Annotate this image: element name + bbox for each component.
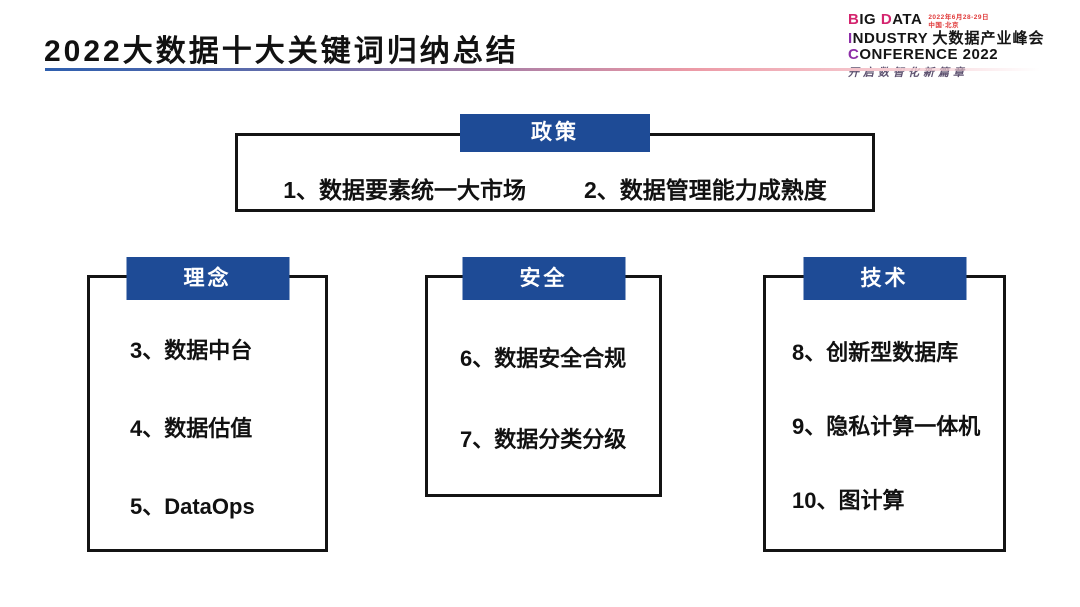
header-divider bbox=[45, 68, 1040, 71]
group-concept-tab: 理念 bbox=[126, 257, 289, 300]
keyword-item-9: 9、隐私计算一体机 bbox=[792, 414, 981, 439]
keyword-item-5: 5、DataOps bbox=[130, 494, 255, 519]
group-technology-box: 8、创新型数据库 9、隐私计算一体机 10、图计算 bbox=[763, 275, 1006, 552]
logo-line-3: CONFERENCE 2022 bbox=[848, 46, 999, 64]
logo-event-date: 2022年6月28-29日 中国·北京 bbox=[928, 12, 989, 31]
keyword-item-10: 10、图计算 bbox=[792, 488, 905, 513]
group-concept-box: 3、数据中台 4、数据估值 5、DataOps bbox=[87, 275, 328, 552]
keyword-item-3: 3、数据中台 bbox=[130, 338, 253, 363]
conference-logo: BIG DATA 2022年6月28-29日 中国·北京 INDUSTRY 大数… bbox=[848, 11, 1058, 80]
keyword-item-2: 2、数据管理能力成熟度 bbox=[584, 176, 827, 203]
group-concept: 理念 3、数据中台 4、数据估值 5、DataOps bbox=[87, 257, 328, 552]
group-security: 安全 6、数据安全合规 7、数据分类分级 bbox=[425, 257, 662, 497]
page-title: 2022大数据十大关键词归纳总结 bbox=[44, 35, 519, 68]
group-technology-tab: 技术 bbox=[803, 257, 966, 300]
logo-line-1: BIG DATA 2022年6月28-29日 中国·北京 bbox=[848, 11, 1058, 31]
logo-line-2: INDUSTRY 大数据产业峰会 bbox=[848, 29, 1045, 47]
group-policy-tab: 政策 bbox=[460, 114, 650, 152]
logo-location-text: 中国·北京 bbox=[928, 22, 959, 30]
keyword-item-7: 7、数据分类分级 bbox=[460, 427, 627, 452]
group-policy: 政策 1、数据要素统一大市场 2、数据管理能力成熟度 bbox=[235, 114, 875, 212]
keyword-item-6: 6、数据安全合规 bbox=[460, 346, 627, 371]
group-security-box: 6、数据安全合规 7、数据分类分级 bbox=[425, 275, 662, 497]
logo-tagline: 开启数智化新篇章 bbox=[848, 67, 968, 80]
keyword-item-4: 4、数据估值 bbox=[130, 416, 253, 441]
keyword-item-8: 8、创新型数据库 bbox=[792, 340, 959, 365]
keyword-item-1: 1、数据要素统一大市场 bbox=[283, 176, 526, 203]
group-technology: 技术 8、创新型数据库 9、隐私计算一体机 10、图计算 bbox=[763, 257, 1006, 552]
group-security-tab: 安全 bbox=[462, 257, 625, 300]
logo-date-text: 2022年6月28-29日 bbox=[928, 14, 990, 21]
logo-big-data: BIG DATA bbox=[848, 11, 923, 28]
logo-cn-title: 大数据产业峰会 bbox=[932, 29, 1045, 47]
